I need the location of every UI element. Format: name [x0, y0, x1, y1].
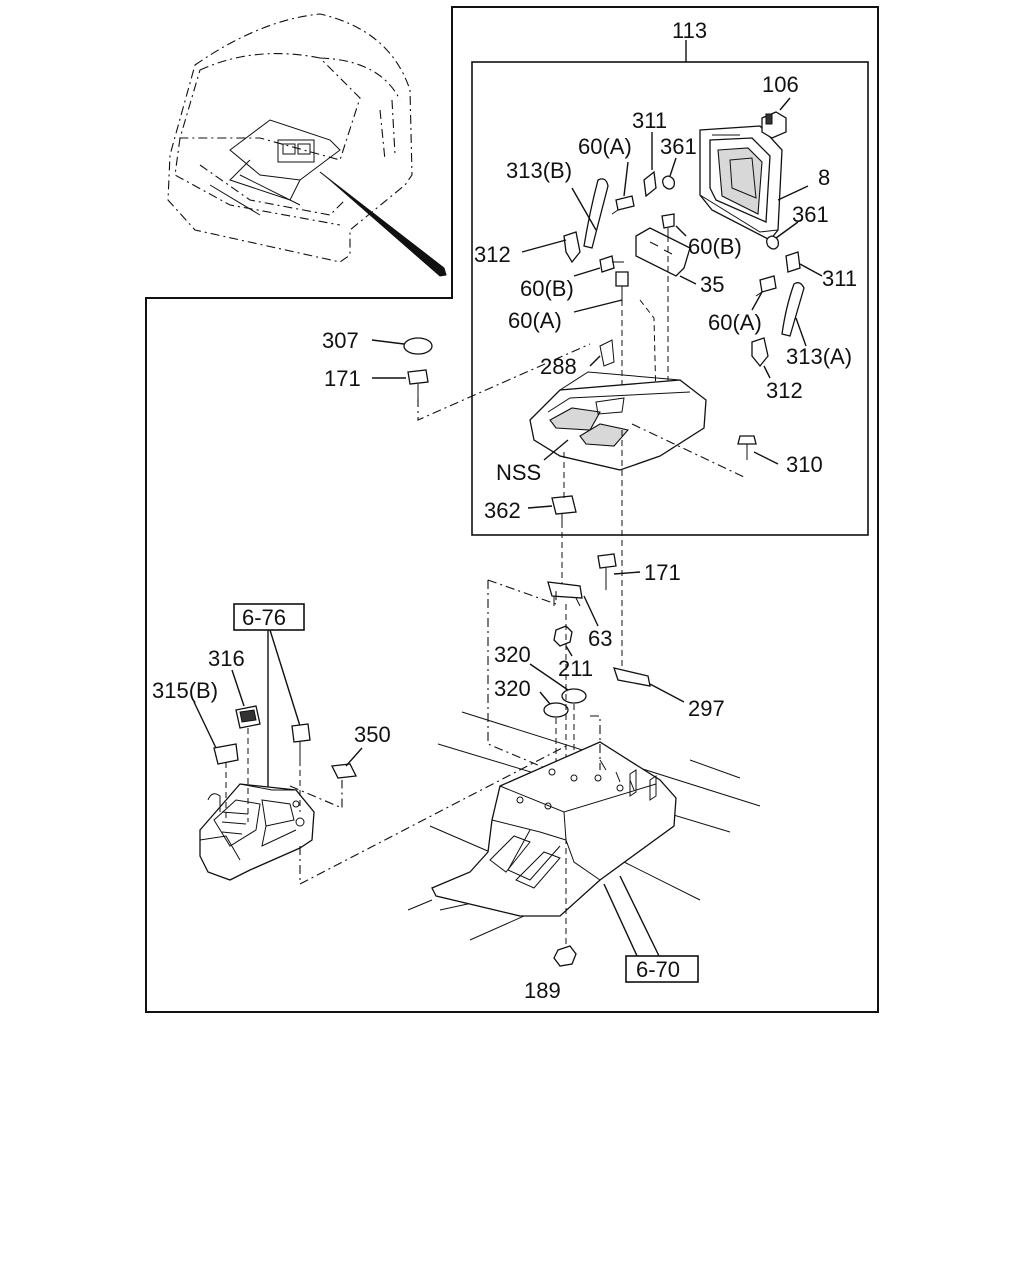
label-362: 362 [484, 498, 521, 523]
label-63: 63 [588, 626, 612, 651]
screw-part-60a-top [611, 195, 635, 215]
label-60a-top: 60(A) [578, 134, 632, 159]
plate-part-350 [331, 763, 357, 779]
nut-part-211 [553, 625, 573, 647]
group-113-box [471, 61, 869, 536]
screw-part-60a-right [755, 275, 777, 297]
nut-part-189 [553, 945, 577, 967]
label-310: 310 [786, 452, 823, 477]
label-35: 35 [700, 272, 724, 297]
plug-part-320-a [561, 688, 587, 704]
label-361-top: 361 [660, 134, 697, 159]
screw-part-60b-right [661, 213, 675, 236]
label-211: 211 [558, 656, 593, 681]
label-311-right: 311 [822, 266, 857, 291]
strap-part-313b [583, 178, 609, 249]
knob-part-362 [551, 495, 577, 522]
label-312-right: 312 [766, 378, 803, 403]
label-313a: 313(A) [786, 344, 852, 369]
bracket-part-63 [547, 581, 583, 607]
label-320-a: 320 [494, 642, 531, 667]
label-316: 316 [208, 646, 245, 671]
label-312-left: 312 [474, 242, 511, 267]
screw-part-60a-mid [615, 271, 629, 300]
label-8: 8 [818, 165, 830, 190]
ref-6-70: 6-70 [636, 957, 680, 982]
screw-part-60b-left [599, 255, 624, 273]
clip-part-361-top [662, 175, 676, 190]
label-171-lower: 171 [644, 560, 681, 585]
hook-part-312-left [563, 231, 581, 264]
clip-part-361-right [766, 235, 780, 250]
label-106: 106 [762, 72, 799, 97]
hook-part-312-right [751, 337, 769, 368]
label-361-right: 361 [792, 202, 829, 227]
screw-part-171-left [407, 369, 429, 398]
label-313b: 313(B) [506, 158, 572, 183]
label-60b-left: 60(B) [520, 276, 574, 301]
label-113: 113 [672, 18, 707, 43]
label-307: 307 [322, 328, 359, 353]
label-315b: 315(B) [152, 678, 218, 703]
bracket-part-311-left [643, 170, 657, 198]
label-320-b: 320 [494, 676, 531, 701]
bracket-part-35 [635, 227, 691, 277]
clip-part-106 [761, 111, 787, 139]
label-311-top: 311 [632, 108, 667, 133]
diagram-frame [145, 6, 879, 1013]
bracket-part-297 [613, 667, 651, 687]
label-350: 350 [354, 722, 391, 747]
cover-part-315b [213, 743, 239, 765]
bezel-part-8 [699, 125, 783, 241]
label-nss: NSS [496, 460, 541, 485]
label-60a-right: 60(A) [708, 310, 762, 335]
ref-6-76: 6-76 [242, 605, 286, 630]
screw-part-171-lower [597, 553, 617, 590]
overhead-console-nss [529, 339, 707, 471]
cap-part-307 [403, 337, 433, 355]
switch-part-316 [235, 705, 261, 729]
bracket-part-311-right [785, 251, 801, 273]
pin-part-310 [737, 435, 757, 460]
label-60a-mid: 60(A) [508, 308, 562, 333]
label-297: 297 [688, 696, 725, 721]
ref-box-6-76 [233, 603, 305, 631]
plug-part-320-b [543, 702, 569, 718]
floor-console [431, 715, 677, 917]
label-171-left: 171 [324, 366, 361, 391]
label-60b-right: 60(B) [688, 234, 742, 259]
label-189: 189 [524, 978, 561, 1003]
strap-part-313a [781, 282, 805, 337]
bolt-part-6-76 [291, 723, 311, 760]
ref-box-6-70 [625, 955, 699, 983]
shift-console-assembly [199, 783, 315, 881]
cab-overview-illustration [167, 13, 447, 277]
